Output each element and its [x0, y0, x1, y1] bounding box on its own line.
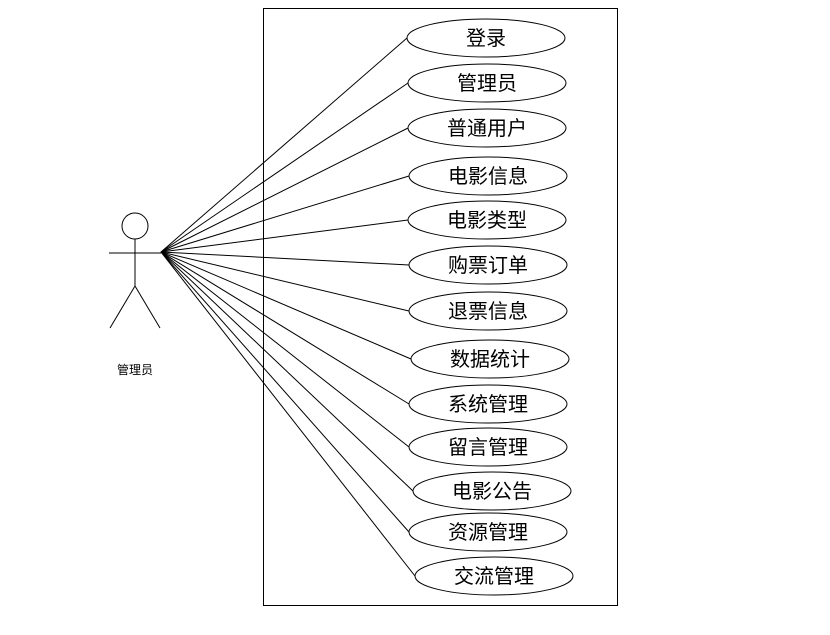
system-boundary	[263, 8, 618, 606]
use-case-label: 电影类型	[447, 208, 527, 232]
use-case-label: 数据统计	[450, 347, 530, 371]
association-line	[160, 175, 410, 253]
use-case-ellipse	[408, 427, 568, 467]
association-line	[160, 251, 410, 312]
association-line	[160, 82, 409, 253]
use-case-ellipse	[407, 200, 567, 240]
use-case-label: 普通用户	[447, 116, 527, 140]
use-case[interactable]: 登录	[406, 18, 566, 58]
use-case-ellipse	[408, 384, 568, 424]
actor-label: 管理员	[117, 362, 153, 377]
use-case-ellipse	[408, 291, 568, 331]
use-case-label: 系统管理	[448, 392, 528, 416]
use-case-ellipse	[410, 339, 570, 379]
use-case[interactable]: 管理员	[407, 63, 567, 103]
use-case[interactable]: 退票信息	[408, 291, 568, 331]
use-case-label: 电影公告	[452, 479, 532, 503]
use-case-ellipse	[408, 156, 568, 196]
actor-head-icon	[121, 212, 149, 240]
use-case[interactable]: 资源管理	[408, 512, 568, 552]
association-line	[160, 127, 409, 253]
use-case-ellipse	[407, 108, 567, 148]
use-case[interactable]: 电影类型	[407, 200, 567, 240]
use-case[interactable]: 数据统计	[410, 339, 570, 379]
associations	[160, 37, 416, 577]
association-line	[160, 251, 410, 533]
use-case[interactable]: 系统管理	[408, 384, 568, 424]
use-case-label: 交流管理	[454, 564, 534, 588]
use-case[interactable]: 电影公告	[412, 471, 572, 511]
use-case[interactable]: 购票订单	[408, 245, 568, 285]
association-line	[160, 219, 409, 253]
use-case-label: 购票订单	[448, 253, 528, 277]
association-line	[160, 251, 410, 448]
use-case-label: 留言管理	[448, 435, 528, 459]
use-case-ellipse	[408, 512, 568, 552]
use-case[interactable]: 电影信息	[408, 156, 568, 196]
use-case-label: 管理员	[457, 71, 517, 95]
use-case-label: 电影信息	[448, 164, 528, 188]
use-case[interactable]: 普通用户	[407, 108, 567, 148]
use-case[interactable]: 留言管理	[408, 427, 568, 467]
actor-right-leg	[134, 285, 161, 329]
association-line	[160, 251, 410, 266]
use-case[interactable]: 交流管理	[414, 556, 574, 596]
use-case-label: 资源管理	[448, 520, 528, 544]
use-cases: 登录管理员普通用户电影信息电影类型购票订单退票信息数据统计系统管理留言管理电影公…	[406, 18, 574, 596]
actor-left-leg	[109, 285, 136, 329]
use-case-label: 退票信息	[448, 299, 528, 323]
association-line	[160, 251, 414, 492]
association-line	[160, 251, 410, 405]
use-case-label: 登录	[466, 26, 506, 50]
actor[interactable]: 管理员	[109, 212, 161, 377]
use-case-ellipse	[407, 63, 567, 103]
use-case-ellipse	[408, 245, 568, 285]
association-line	[160, 251, 412, 360]
association-line	[160, 251, 416, 577]
use-case-ellipse	[412, 471, 572, 511]
use-case-ellipse	[414, 556, 574, 596]
association-line	[160, 37, 408, 253]
use-case-ellipse	[406, 18, 566, 58]
